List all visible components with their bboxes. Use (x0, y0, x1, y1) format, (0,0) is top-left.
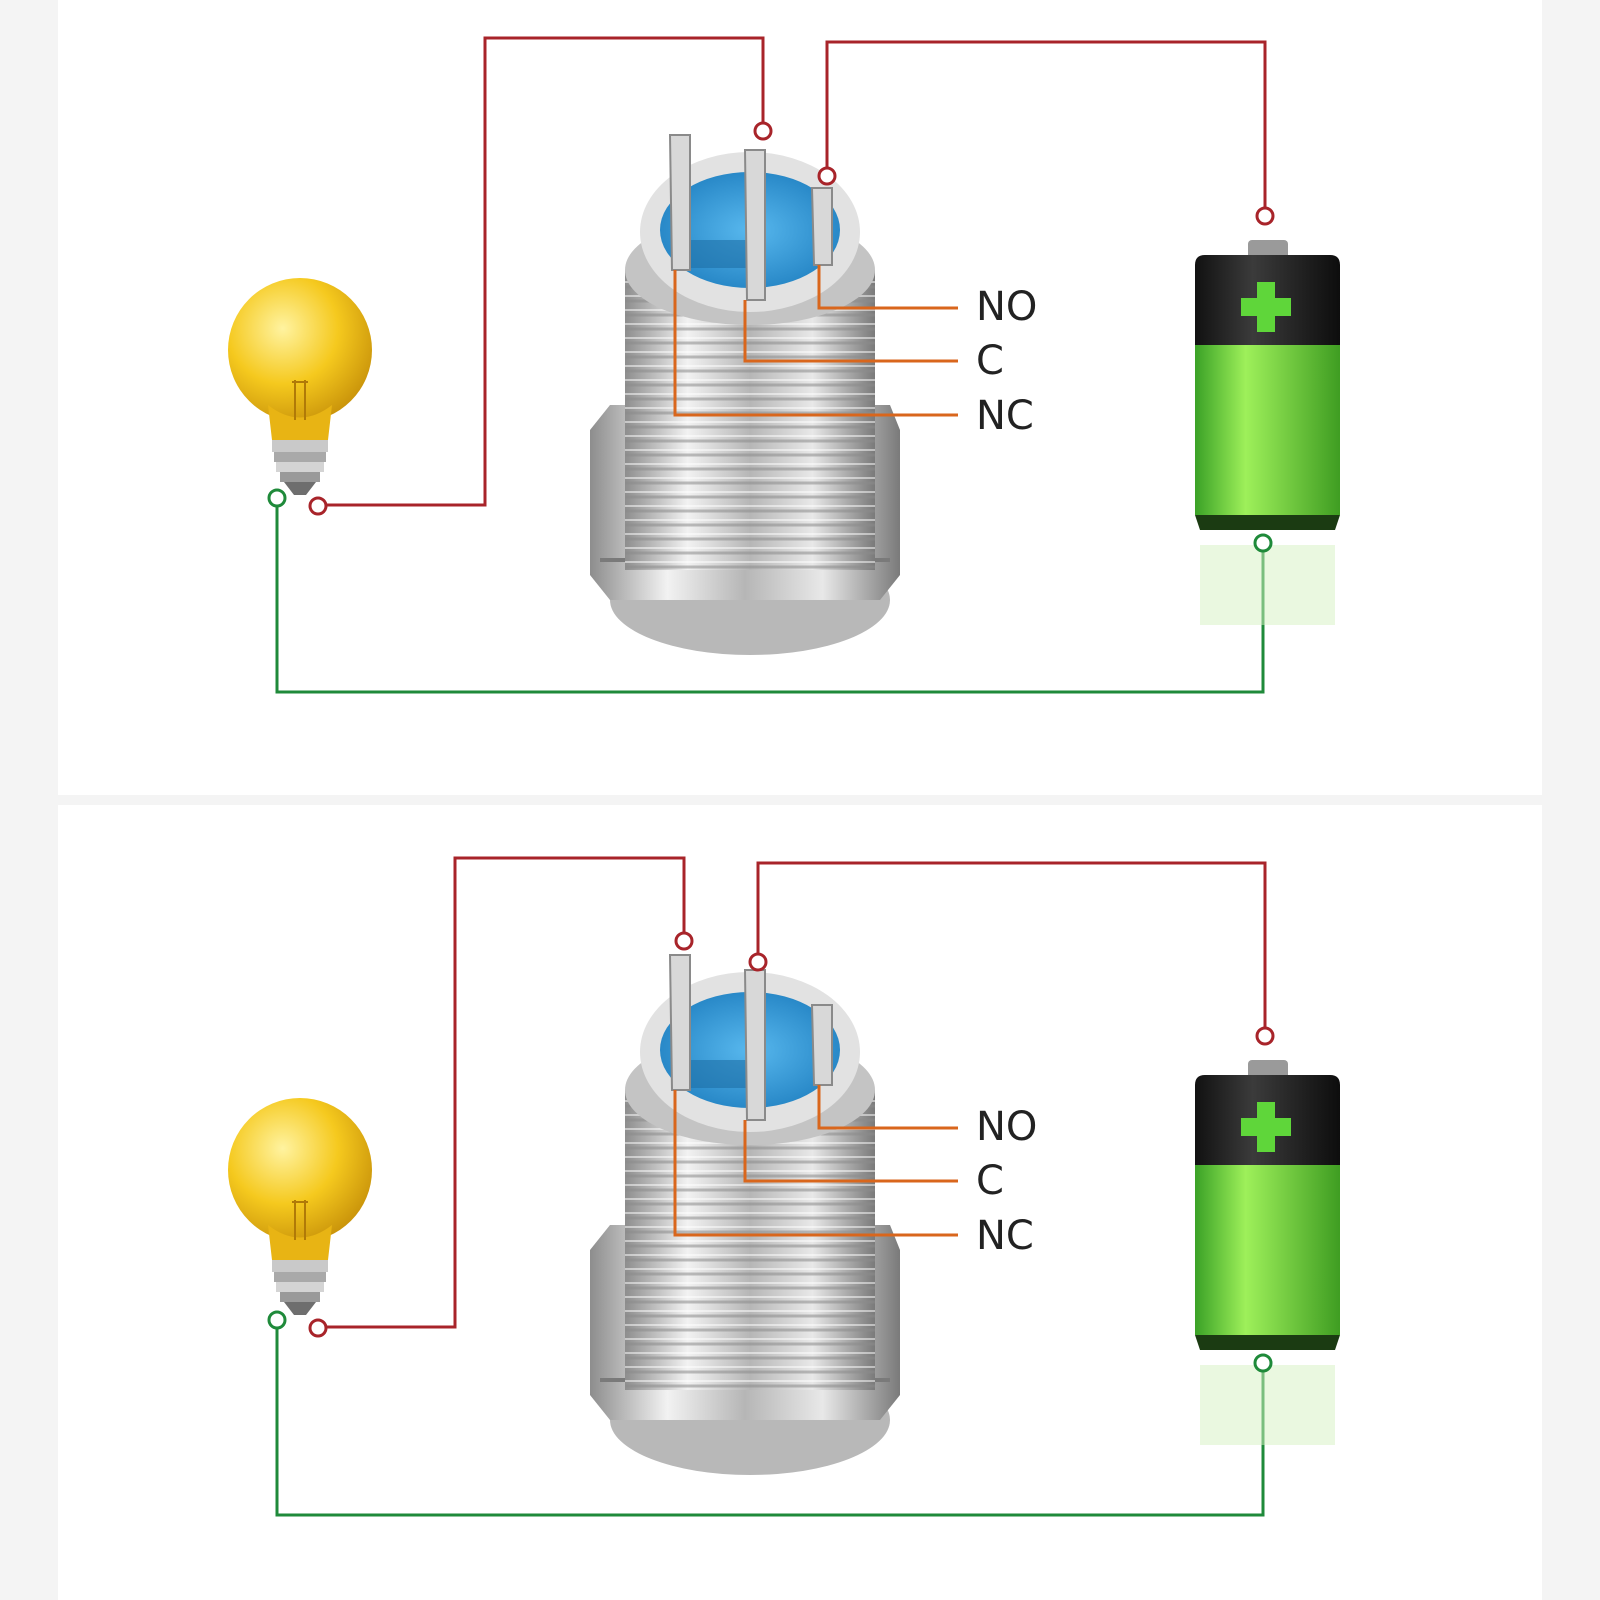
bulb-icon (228, 1098, 372, 1315)
wiring-diagram-top: NO C NC (58, 0, 1542, 795)
terminal-dots (267, 931, 1275, 1373)
push-button-switch-icon (590, 134, 958, 655)
pin-label-c: C (976, 338, 1004, 384)
bulb-icon (228, 278, 372, 495)
pin-label-c: C (976, 1158, 1004, 1204)
battery-icon (1195, 240, 1340, 625)
pin-label-no: NO (976, 1104, 1038, 1150)
pin-label-nc: NC (976, 393, 1034, 439)
wiring-diagram-bottom: NO C NC (58, 805, 1542, 1600)
battery-icon (1195, 1060, 1340, 1445)
pin-label-nc: NC (976, 1213, 1034, 1259)
circuit-drawing (228, 36, 1340, 694)
push-button-switch-icon (590, 954, 958, 1475)
circuit-drawing (228, 856, 1340, 1517)
positive-wire (318, 36, 1267, 507)
terminal-dots (267, 121, 1275, 553)
positive-wire (318, 856, 1267, 1329)
pin-label-no: NO (976, 284, 1038, 330)
